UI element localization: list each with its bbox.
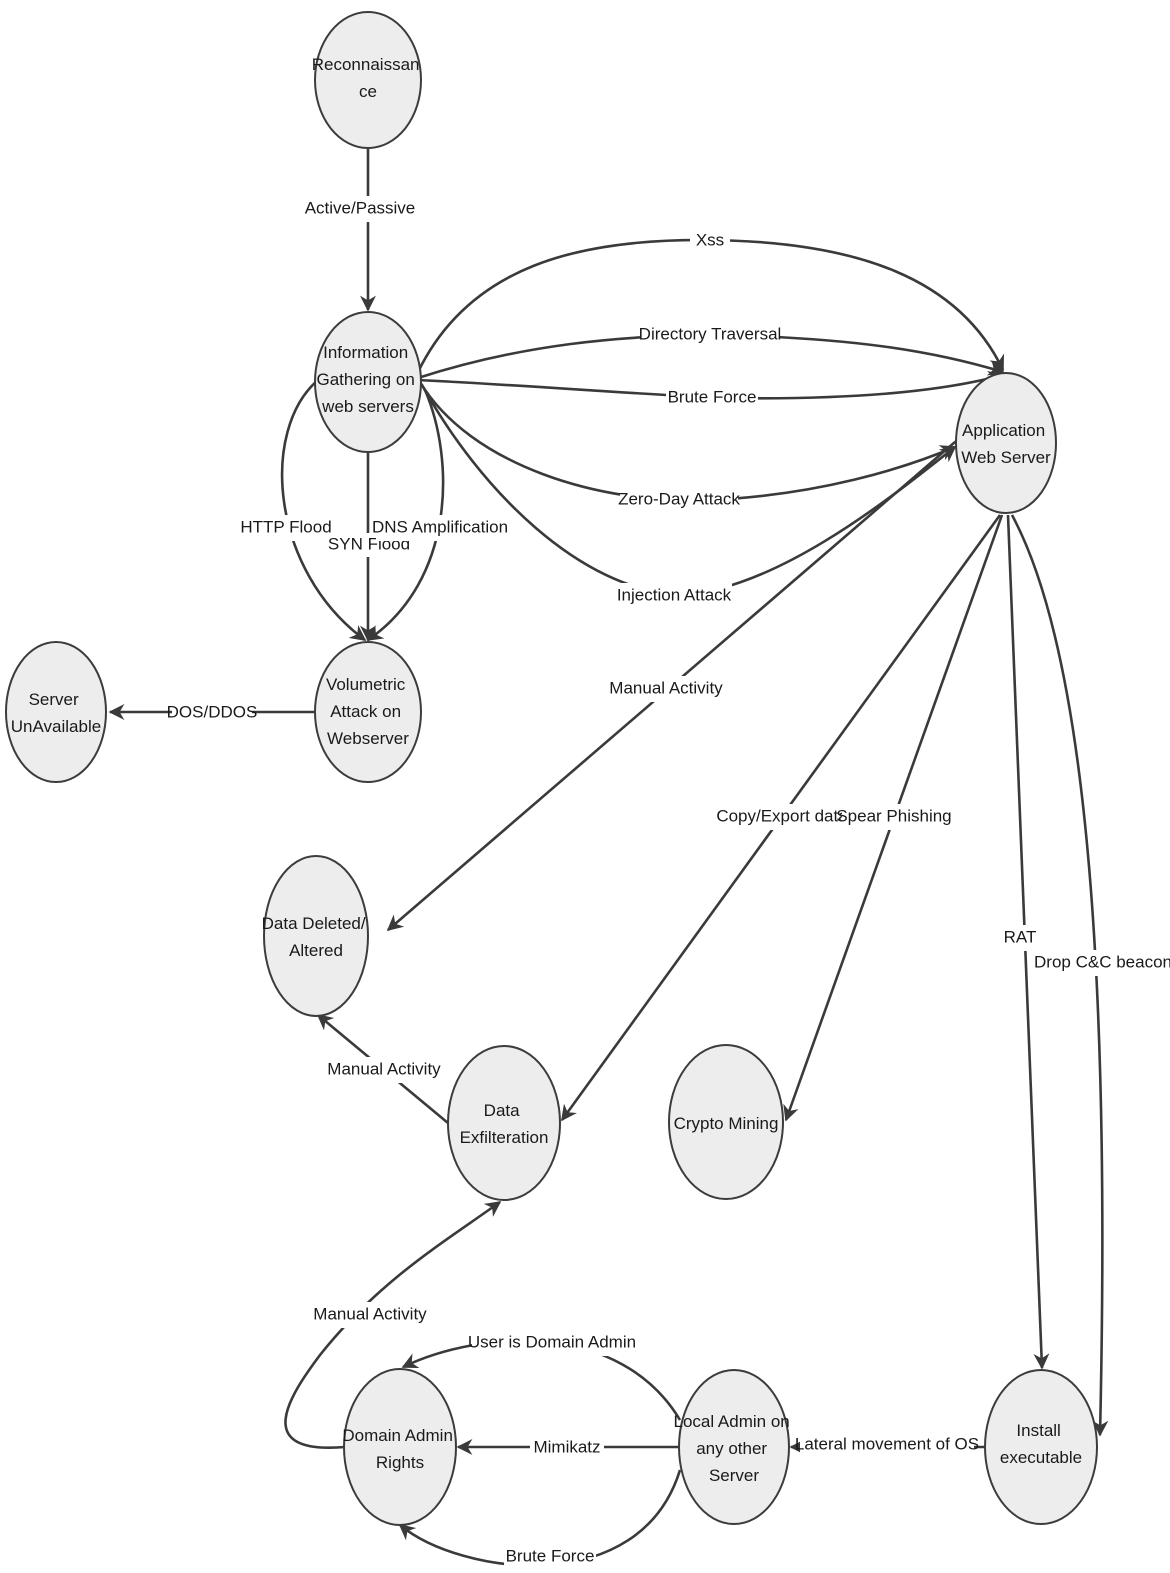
node-data-deleted: Data Deleted/ Altered (262, 855, 371, 1017)
label-http-flood: HTTP Flood (240, 515, 332, 541)
edge-drop-cc (1010, 514, 1109, 1437)
label-xss: Xss (690, 229, 730, 253)
node-server-unavailable-label: Server UnAvailable (11, 690, 101, 736)
label-directory-traversal: Directory Traversal (639, 322, 782, 348)
node-crypto-mining: Crypto Mining (668, 1044, 784, 1200)
label-brute-force-web-text: Brute Force (668, 387, 757, 406)
node-install-executable-label: Install executable (1000, 1421, 1082, 1467)
node-local-admin-label: Local Admin on any other Server (674, 1412, 795, 1485)
label-xss-text: Xss (696, 230, 724, 249)
label-manual-activity-domain-text: Manual Activity (313, 1304, 427, 1323)
node-information-gathering-label: Information Gathering on web servers (316, 343, 419, 416)
label-directory-traversal-text: Directory Traversal (639, 324, 782, 343)
label-lateral-movement-text: Lateral movement of OS (795, 1434, 979, 1453)
label-manual-activity-exfil-text: Manual Activity (327, 1059, 441, 1078)
label-injection: Injection Attack (616, 583, 732, 609)
node-domain-admin-rights-label: Domain Admin Rights (342, 1426, 457, 1472)
label-copy-export-text: Copy/Export data (716, 806, 848, 825)
edge-manual-activity-domain (284, 1200, 502, 1450)
label-manual-activity-app: Manual Activity (608, 676, 724, 702)
node-data-exfilteration: Data Exfilteration (447, 1045, 561, 1201)
label-lateral-movement: Lateral movement of OS (795, 1432, 979, 1458)
node-volumetric-attack-label: Volumetric Attack on Webserver (326, 675, 410, 748)
edge-labels: Active/Passive Xss Directory Traversal B… (167, 196, 1170, 1571)
label-manual-activity-app-text: Manual Activity (609, 678, 723, 697)
node-data-exfilteration-label: Data Exfilteration (460, 1101, 549, 1147)
node-reconnaissance: Reconnaissan ce (312, 11, 424, 149)
label-user-domain-admin-text: User is Domain Admin (468, 1332, 636, 1351)
label-active-passive: Active/Passive (305, 196, 430, 222)
node-application-web-server-label: Application Web Server (961, 421, 1051, 467)
label-rat-text: RAT (1004, 927, 1037, 946)
label-user-domain-admin: User is Domain Admin (468, 1330, 636, 1356)
label-copy-export: Copy/Export data (716, 804, 848, 830)
node-crypto-mining-label: Crypto Mining (674, 1114, 779, 1133)
label-drop-cc: Drop C&C beacon (1034, 950, 1170, 976)
label-zero-day: Zero-Day Attack (618, 487, 740, 513)
label-dos-ddos: DOS/DDOS (167, 700, 258, 726)
label-drop-cc-text: Drop C&C beacon (1034, 952, 1170, 971)
label-mimikatz: Mimikatz (530, 1435, 604, 1461)
node-data-deleted-label: Data Deleted/ Altered (262, 914, 371, 960)
label-brute-force-local-text: Brute Force (506, 1546, 595, 1565)
label-mimikatz-text: Mimikatz (533, 1437, 600, 1456)
label-dos-ddos-text: DOS/DDOS (167, 702, 258, 721)
label-spear-phishing: Spear Phishing (836, 804, 952, 830)
nodes: Reconnaissan ce Information Gathering on… (5, 11, 1098, 1526)
label-brute-force-web: Brute Force (666, 385, 758, 411)
label-brute-force-local: Brute Force (504, 1545, 596, 1571)
node-reconnaissance-label: Reconnaissan ce (312, 55, 424, 101)
node-local-admin: Local Admin on any other Server (674, 1369, 795, 1525)
label-http-flood-text: HTTP Flood (240, 517, 331, 536)
label-active-passive-text: Active/Passive (305, 198, 416, 217)
node-domain-admin-rights: Domain Admin Rights (342, 1368, 457, 1526)
label-injection-text: Injection Attack (617, 585, 732, 604)
label-rat: RAT (1002, 925, 1038, 951)
node-install-executable: Install executable (984, 1369, 1098, 1525)
label-dns-amplification: DNS Amplification (372, 515, 508, 541)
label-spear-phishing-text: Spear Phishing (836, 806, 951, 825)
label-manual-activity-domain: Manual Activity (312, 1302, 428, 1328)
label-dns-amplification-text: DNS Amplification (372, 517, 508, 536)
label-zero-day-text: Zero-Day Attack (618, 489, 740, 508)
label-manual-activity-exfil: Manual Activity (326, 1057, 442, 1083)
node-volumetric-attack: Volumetric Attack on Webserver (314, 641, 422, 783)
node-server-unavailable: Server UnAvailable (5, 641, 107, 783)
node-information-gathering: Information Gathering on web servers (314, 311, 422, 453)
node-application-web-server: Application Web Server (955, 372, 1057, 514)
edge-http-flood (280, 379, 367, 642)
